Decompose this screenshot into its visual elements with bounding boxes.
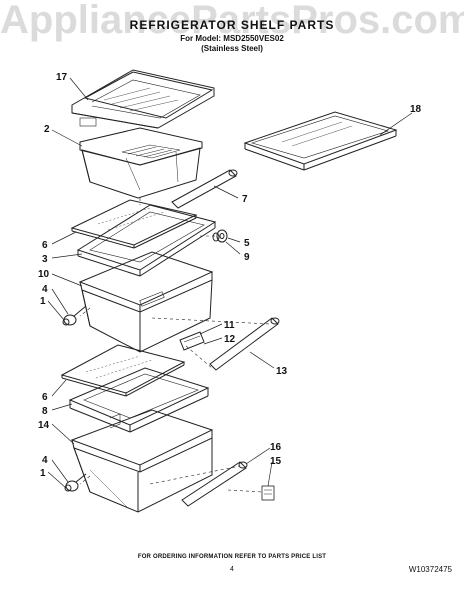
callout-7: 7 <box>242 194 248 205</box>
part-10-drawer-upper <box>78 251 214 353</box>
document-number: W10372475 <box>408 565 452 574</box>
callout-labels: 17 2 18 7 6 5 3 9 10 4 1 11 12 13 6 8 14… <box>38 72 422 479</box>
part-3-cover-frame <box>76 204 217 277</box>
callout-4-upper: 4 <box>42 284 48 295</box>
callout-9: 9 <box>244 252 250 263</box>
callout-3: 3 <box>42 254 48 265</box>
part-11-12-slide-clip <box>179 331 205 351</box>
callout-6-upper: 6 <box>42 240 48 251</box>
callout-18: 18 <box>410 104 422 115</box>
part-5-9-roller <box>212 229 228 243</box>
callout-6-lower: 6 <box>42 392 48 403</box>
callout-15: 15 <box>270 456 282 467</box>
callout-2: 2 <box>44 124 50 135</box>
part-17-pan-cover <box>71 69 215 129</box>
part-18-glass-shelf <box>243 111 398 171</box>
callout-12: 12 <box>224 334 236 345</box>
ordering-info-note: FOR ORDERING INFORMATION REFER TO PARTS … <box>137 554 327 560</box>
callout-10: 10 <box>38 269 50 280</box>
part-7-rod <box>171 169 238 209</box>
callout-5: 5 <box>244 238 250 249</box>
watermark-text: AppliancePartsPros.com <box>0 0 464 42</box>
part-15-clip <box>261 485 275 501</box>
part-2-crisper-drawer <box>79 127 203 199</box>
callout-17: 17 <box>56 72 68 83</box>
part-13-rod <box>209 317 280 371</box>
model-number: For Model: MSD2550VES02 <box>180 34 284 43</box>
callout-16: 16 <box>270 442 282 453</box>
finish-label: (Stainless Steel) <box>201 44 263 53</box>
part-16-rod <box>181 461 248 507</box>
callout-13: 13 <box>276 366 288 377</box>
callout-14: 14 <box>38 420 50 431</box>
diagram-header: REFRIGERATOR SHELF PARTS For Model: MSD2… <box>0 18 464 54</box>
part-4-1-screw-lower <box>64 473 87 492</box>
callout-8: 8 <box>42 406 48 417</box>
callout-1-upper: 1 <box>40 296 46 307</box>
callout-11: 11 <box>224 320 235 331</box>
callout-1-lower: 1 <box>40 468 46 479</box>
part-8-cover-frame <box>68 367 210 433</box>
leader-lines <box>47 77 413 489</box>
callout-4-lower: 4 <box>42 455 48 466</box>
guide-lines <box>79 198 271 493</box>
part-4-1-screw-upper <box>62 305 87 326</box>
part-14-drawer-lower <box>70 409 214 513</box>
part-6-glass-panel-lower <box>60 344 186 397</box>
page-number: 4 <box>230 566 234 573</box>
diagram-title: REFRIGERATOR SHELF PARTS <box>129 18 335 32</box>
